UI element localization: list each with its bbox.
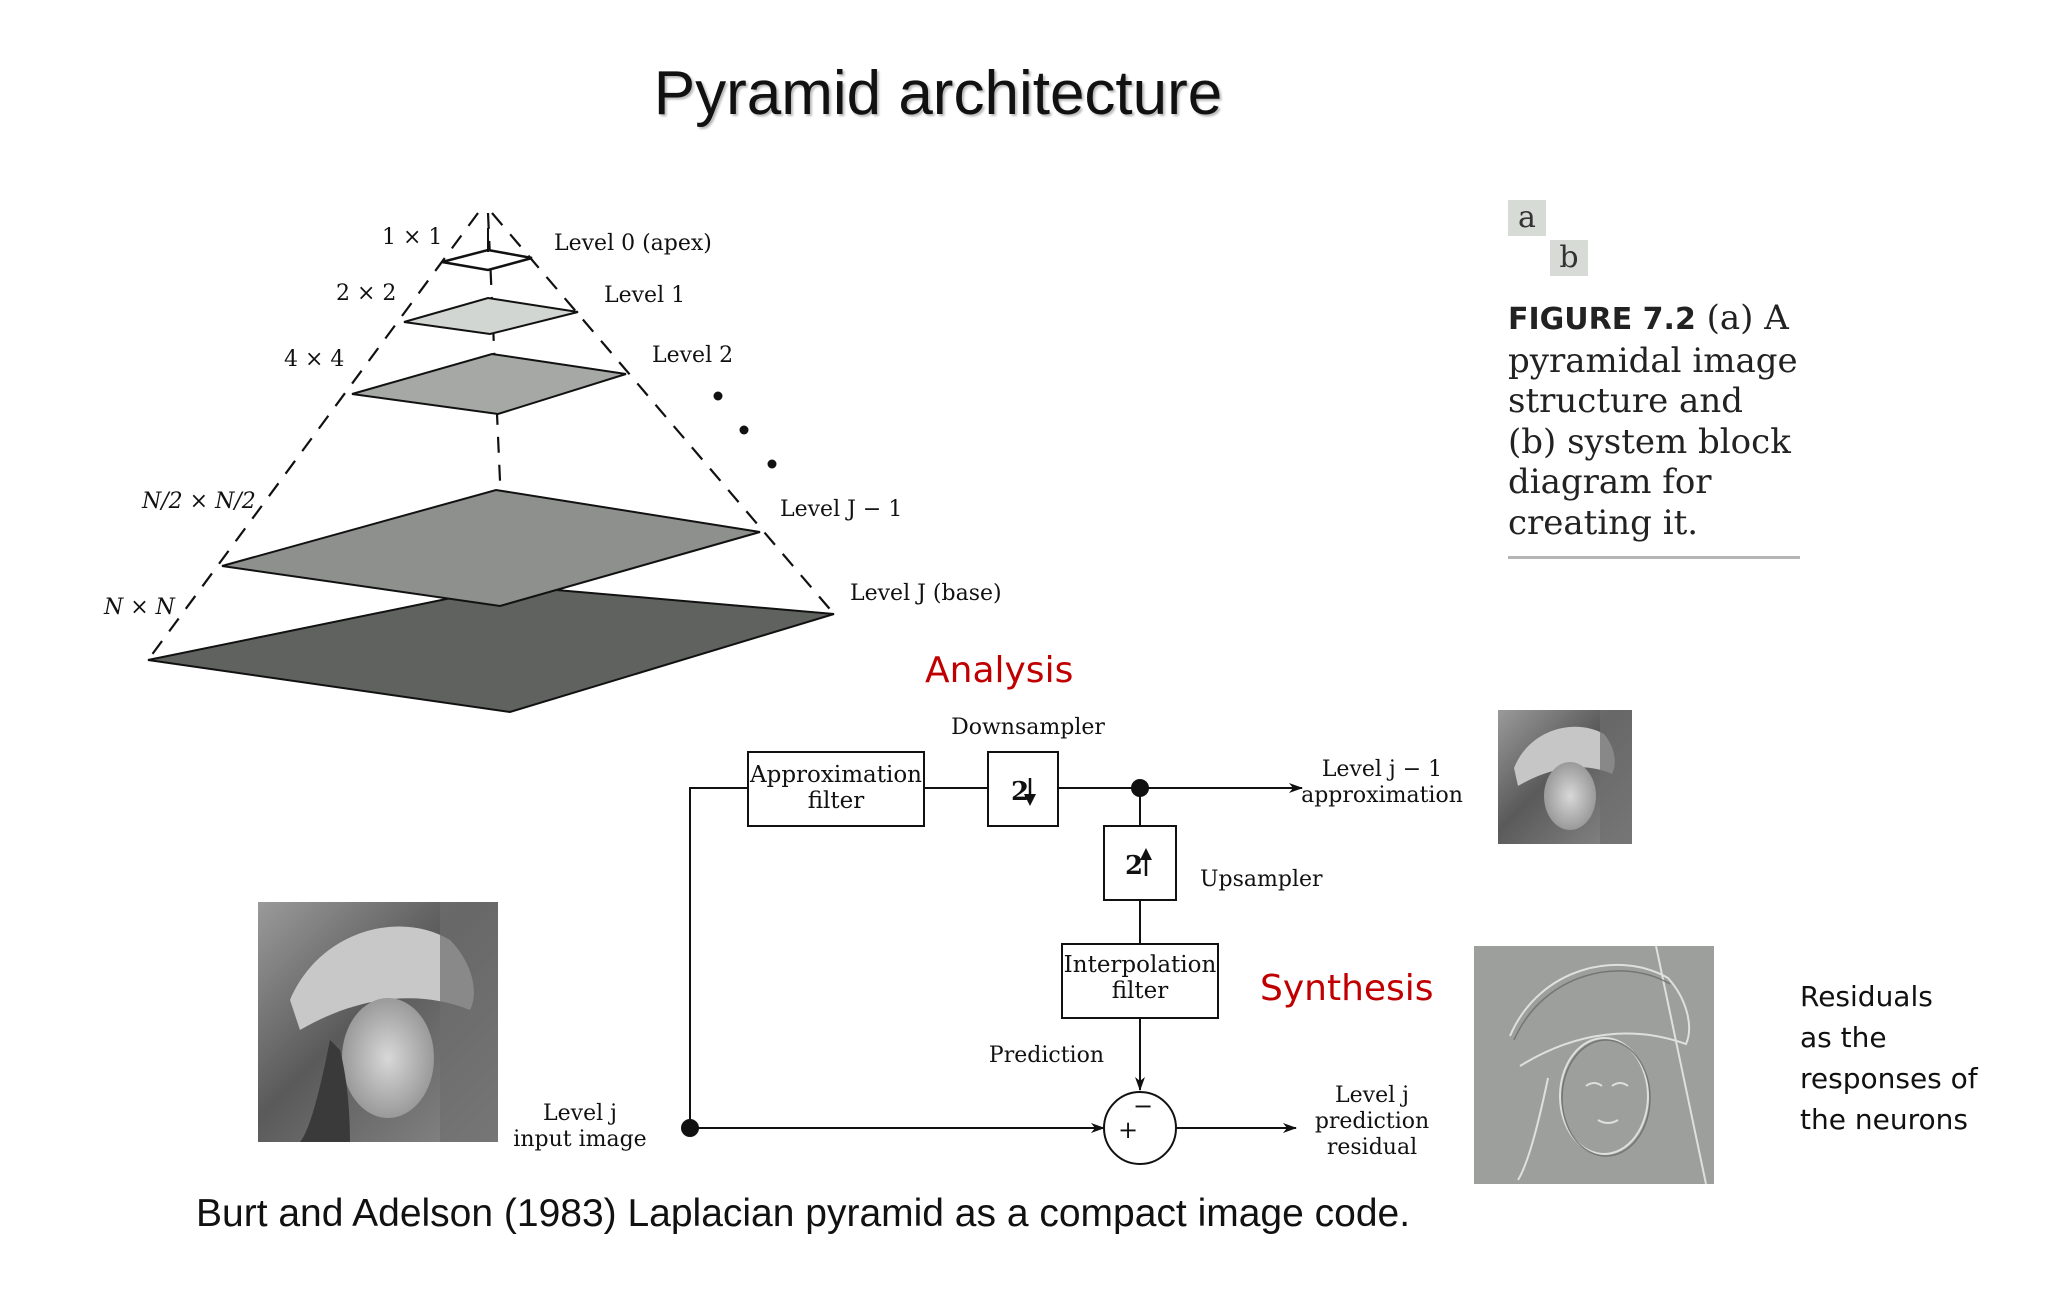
size-label: N/2 × N/2 — [141, 489, 256, 514]
page-title: Pyramid architecture — [653, 59, 1223, 128]
pyramid-edges — [147, 212, 835, 705]
upsampler-box — [1103, 825, 1177, 901]
down-factor: 2 — [1011, 777, 1029, 807]
approx-filter-line: Approximation — [749, 762, 922, 788]
approx-filter-line: filter — [808, 788, 865, 814]
caption-line: pyramidal image — [1508, 340, 1798, 381]
note-line: the neurons — [1800, 1103, 1968, 1136]
interp-filter-line: filter — [1112, 978, 1169, 1004]
synthesis-label: Synthesis — [1260, 968, 1434, 1009]
caption-line: diagram for — [1508, 462, 1712, 502]
level-label: Level J − 1 — [780, 497, 902, 522]
approx-output-line: Level j − 1 — [1322, 757, 1442, 782]
analysis-label: Analysis — [925, 650, 1074, 691]
caption-line: structure and — [1508, 381, 1743, 421]
approx-output-line: approximation — [1301, 783, 1463, 808]
ellipsis-dot — [713, 391, 723, 401]
downsampler-box — [987, 751, 1059, 827]
pyramid-level-2 — [351, 352, 627, 416]
residual-image — [1474, 945, 1714, 1185]
panel-tag-a: a — [1508, 200, 1546, 236]
prediction-label: Prediction — [989, 1043, 1104, 1068]
approximation-image — [1498, 710, 1632, 844]
input-image — [258, 902, 498, 1142]
figure-label: FIGURE 7.2 — [1508, 302, 1696, 337]
residual-note: Residuals as the responses of the neuron… — [1800, 976, 2040, 1140]
residual-output-line: Level j — [1335, 1083, 1409, 1108]
pyramid-level-1 — [403, 296, 579, 336]
minus-sign: − — [1133, 1092, 1153, 1120]
citation: Burt and Adelson (1983) Laplacian pyrami… — [196, 1192, 1411, 1235]
residual-output-line: prediction — [1315, 1109, 1429, 1134]
pyramid-level-0 — [441, 248, 533, 272]
panel-tag-b: b — [1550, 240, 1588, 276]
level-label: Level 0 (apex) — [554, 231, 712, 256]
upsampler-label: Upsampler — [1200, 867, 1323, 892]
block-diagram — [681, 751, 1303, 1165]
caption-line: (b) system block — [1508, 421, 1791, 462]
summation-node — [1103, 1091, 1177, 1165]
interp-filter-line: Interpolation — [1064, 952, 1217, 978]
up-factor: 2 — [1125, 851, 1143, 881]
residual-output-line: residual — [1327, 1135, 1417, 1160]
ellipsis-dot — [767, 459, 777, 469]
size-label: 1 × 1 — [382, 225, 442, 250]
level-label: Level J (base) — [850, 581, 1002, 606]
size-label: N × N — [103, 595, 176, 620]
note-line: Residuals — [1800, 980, 1933, 1013]
pyramid-level-base — [147, 584, 835, 714]
level-label: Level 2 — [652, 343, 733, 368]
caption-text: FIGURE 7.2 (a) A pyramidal image structu… — [1508, 298, 1808, 543]
note-line: as the — [1800, 1021, 1887, 1054]
downsampler-label: Downsampler — [951, 715, 1105, 740]
input-label-line: Level j — [543, 1101, 617, 1126]
ellipsis-dot — [739, 425, 749, 435]
interpolation-filter-box — [1061, 943, 1219, 1019]
junction-dot — [1131, 779, 1149, 797]
input-label-line: input image — [513, 1127, 646, 1152]
size-label: 2 × 2 — [336, 281, 396, 306]
junction-dot — [681, 1119, 699, 1137]
caption-line: (a) A — [1695, 298, 1789, 338]
block-diagram-labels: Downsampler Approximation filter 2 2 Ups… — [513, 715, 1463, 1160]
plus-sign: + — [1118, 1116, 1138, 1144]
size-label: 4 × 4 — [284, 347, 344, 372]
pyramid-level-j-1 — [221, 488, 761, 608]
level-label: Level 1 — [604, 283, 685, 308]
caption-line: creating it. — [1508, 502, 1699, 543]
note-line: responses of — [1800, 1062, 1978, 1095]
approximation-filter-box — [747, 751, 925, 827]
pyramid-diagram: 1 × 1 2 × 2 4 × 4 N/2 × N/2 N × N Level … — [103, 212, 1002, 714]
caption-rule — [1508, 556, 1800, 559]
